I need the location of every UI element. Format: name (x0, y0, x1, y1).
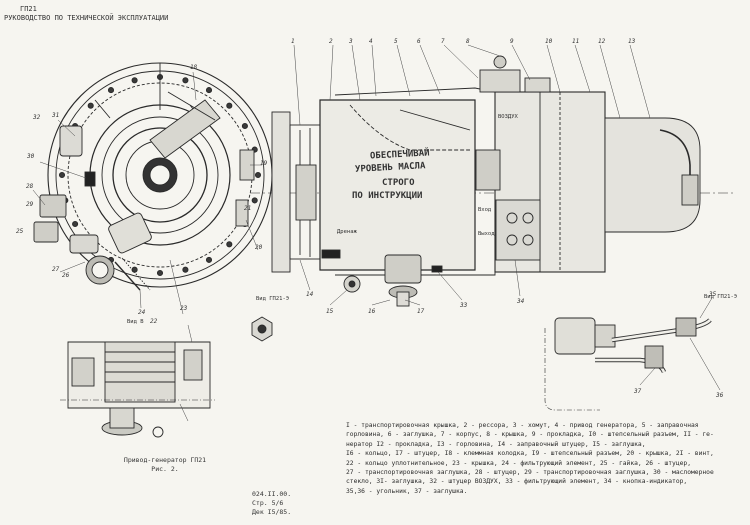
sheet-subtitle: РУКОВОДСТВО ПО ТЕХНИЧЕСКОЙ ЭКСПЛУАТАЦИИ (4, 14, 169, 22)
bolt (226, 241, 233, 248)
bolt (182, 266, 189, 273)
detail-nut (251, 316, 273, 342)
callout-number: 12 (598, 38, 606, 45)
label-view-v: Вид В (127, 319, 144, 325)
callout-number: 19 (260, 160, 268, 167)
callout-number: 5 (394, 38, 398, 45)
label-vykhod: Выход (478, 231, 495, 237)
callout-number: 33 (460, 302, 468, 309)
legend-line: 27 - транспортировочная заглушка, 28 - ш… (346, 469, 714, 477)
housing-text-3: СТРОГО (382, 178, 415, 188)
legend-line: 35,36 - угольник, 37 - заглушка. (346, 487, 468, 495)
label-view-ga: Вид ГП21-Э (256, 296, 290, 302)
callout-number: 32 (33, 114, 41, 121)
legend-line: стекло, 3I- заглушка, 32 - штуцер ВОЗДУХ… (346, 478, 688, 486)
callout-number: 2 (329, 38, 333, 45)
callout-number: 27 (52, 266, 60, 273)
callout-number: 17 (417, 308, 425, 315)
bolt (251, 197, 258, 204)
callout-number: 23 (180, 305, 188, 312)
label-view-gb: Вид ГП21-Э (704, 294, 738, 300)
label-vozdukh: ВОЗДУХ (498, 114, 518, 120)
leader-lines (32, 44, 721, 422)
callout-number: 10 (545, 38, 553, 45)
callout-number: 29 (26, 201, 34, 208)
bolt (58, 171, 66, 179)
housing-text-4: ПО ИНСТРУКЦИИ (352, 191, 423, 201)
label-vkhod: Вход (478, 207, 492, 213)
callout-number: 28 (26, 183, 34, 190)
callout-number: 22 (150, 318, 158, 325)
page-ref-date: Дек I5/85. (252, 508, 292, 516)
callout-number: 3 (349, 38, 353, 45)
figure-number: Рис. 2. (151, 465, 179, 473)
detail-pipes (544, 317, 712, 411)
label-drenazh: Дренаж (337, 229, 357, 235)
callout-number: 34 (517, 298, 525, 305)
callout-number: 1 (291, 38, 295, 45)
front-view (33, 62, 273, 291)
callout-number: 11 (572, 38, 580, 45)
bolt (241, 122, 248, 130)
legend-line: нератор I2 - прокладка, I3 - горловина, … (346, 440, 646, 448)
detail-view-bottom (60, 341, 215, 438)
callout-number: 25 (16, 228, 24, 235)
bolt (107, 87, 115, 94)
legend-line: горловина, 6 - заглушка, 7 - корпус, 8 -… (346, 431, 714, 439)
bolt (131, 77, 138, 84)
callout-number: 35 (709, 291, 717, 298)
bolt (205, 87, 213, 94)
callout-number: 4 (369, 38, 373, 45)
callout-number: 16 (368, 308, 376, 315)
callout-number: 20 (255, 244, 263, 251)
bolt (182, 77, 189, 84)
callout-number: 31 (52, 112, 60, 119)
figure-title: Привод-генератор ГП21 (123, 456, 207, 464)
bolt (156, 269, 164, 277)
bolt (87, 102, 94, 109)
page-ref-code: 024.II.00. (252, 490, 292, 498)
bolt (254, 171, 262, 179)
callout-number: 7 (441, 38, 445, 45)
page-ref-page: Стр. 5/6 (252, 499, 284, 507)
legend-line: I6 - кольцо, I7 - штуцер, I8 - клеммная … (346, 450, 714, 458)
callout-number: 37 (634, 388, 642, 395)
sheet-model: ГП21 (20, 5, 37, 13)
bolt (226, 102, 233, 109)
callout-number: 30 (27, 153, 35, 160)
legend-line: I - транспортировочная крышка, 2 - рессо… (346, 422, 699, 429)
callout-number: 8 (466, 38, 470, 45)
callout-number: 36 (716, 392, 724, 399)
callout-number: 18 (190, 64, 198, 71)
callout-number: 14 (306, 291, 314, 298)
bolt (72, 220, 79, 228)
legend-line: 22 - кольцо уплотнительное, 23 - крышка,… (346, 459, 691, 467)
parts-legend: I - транспортировочная крышка, 2 - рессо… (346, 421, 742, 496)
callout-number: 24 (138, 309, 146, 316)
callout-number: 9 (510, 38, 514, 45)
callout-number: 13 (628, 38, 636, 45)
bolt (205, 256, 213, 263)
callout-number: 6 (417, 38, 421, 45)
callout-number: 26 (62, 272, 70, 279)
callout-number: 15 (326, 308, 334, 315)
callout-number: 21 (244, 205, 252, 212)
side-view (250, 55, 735, 307)
